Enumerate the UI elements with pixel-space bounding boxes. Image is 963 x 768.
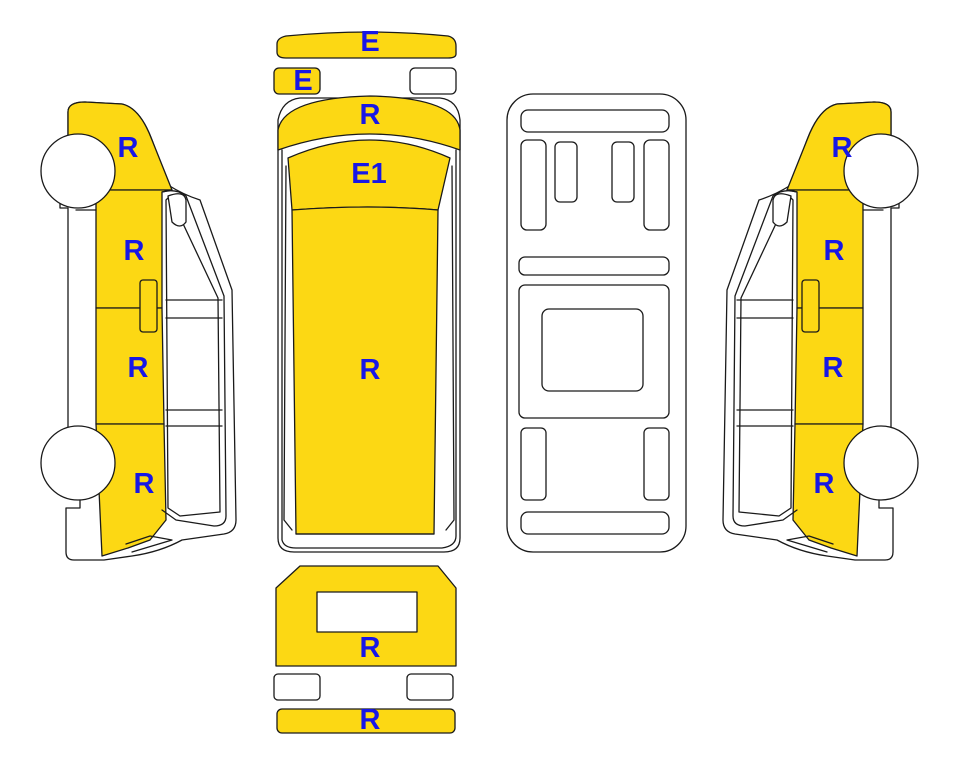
front-view-parts: E E	[273, 26, 457, 97]
right-side-door-handle	[801, 279, 820, 333]
roof-label: R	[360, 354, 381, 386]
front-bumper-label: E	[360, 26, 379, 58]
rear-right-taillight	[406, 673, 454, 701]
windshield-label: E1	[351, 158, 386, 190]
left-side-front-door	[95, 189, 173, 309]
right-side-sliding-door-label: R	[823, 352, 844, 384]
right-side-rear-panel-label: R	[814, 468, 835, 500]
rear-left-taillight	[273, 673, 321, 701]
rear-bumper	[276, 708, 456, 734]
left-side-view: R R R R	[40, 101, 237, 561]
front-bumper	[276, 31, 457, 59]
top-view: R E1 R	[277, 95, 461, 553]
left-side-door-frame	[161, 190, 227, 527]
rear-view-parts: R R	[273, 565, 457, 736]
left-side-front-door-label: R	[124, 235, 145, 267]
right-side-view	[722, 101, 919, 561]
left-side-front-wheel	[40, 133, 116, 209]
hood-label: R	[360, 99, 381, 131]
left-side-front-fender-label: R	[118, 132, 139, 164]
left-side-rear-panel-label: R	[134, 468, 155, 500]
right-side-front-wheel	[843, 133, 919, 209]
right-side-labels: R R R R	[814, 132, 853, 500]
rear-door-label: R	[360, 632, 381, 664]
right-side-front-fender-label: R	[832, 132, 853, 164]
right-side-rear-wheel	[843, 425, 919, 501]
left-side-door-handle	[139, 279, 158, 333]
rear-bumper-label: R	[360, 704, 381, 736]
right-side-front-door-label: R	[824, 235, 845, 267]
left-headlight	[273, 67, 321, 95]
interior-floor-view	[506, 93, 687, 553]
right-side-front-door	[786, 189, 864, 309]
left-headlight-label: E	[293, 65, 312, 97]
hood	[277, 95, 461, 151]
left-side-rear-wheel	[40, 425, 116, 501]
right-headlight	[409, 67, 457, 95]
left-side-sliding-door-label: R	[128, 352, 149, 384]
roof	[291, 206, 439, 535]
rear-window	[316, 591, 418, 633]
